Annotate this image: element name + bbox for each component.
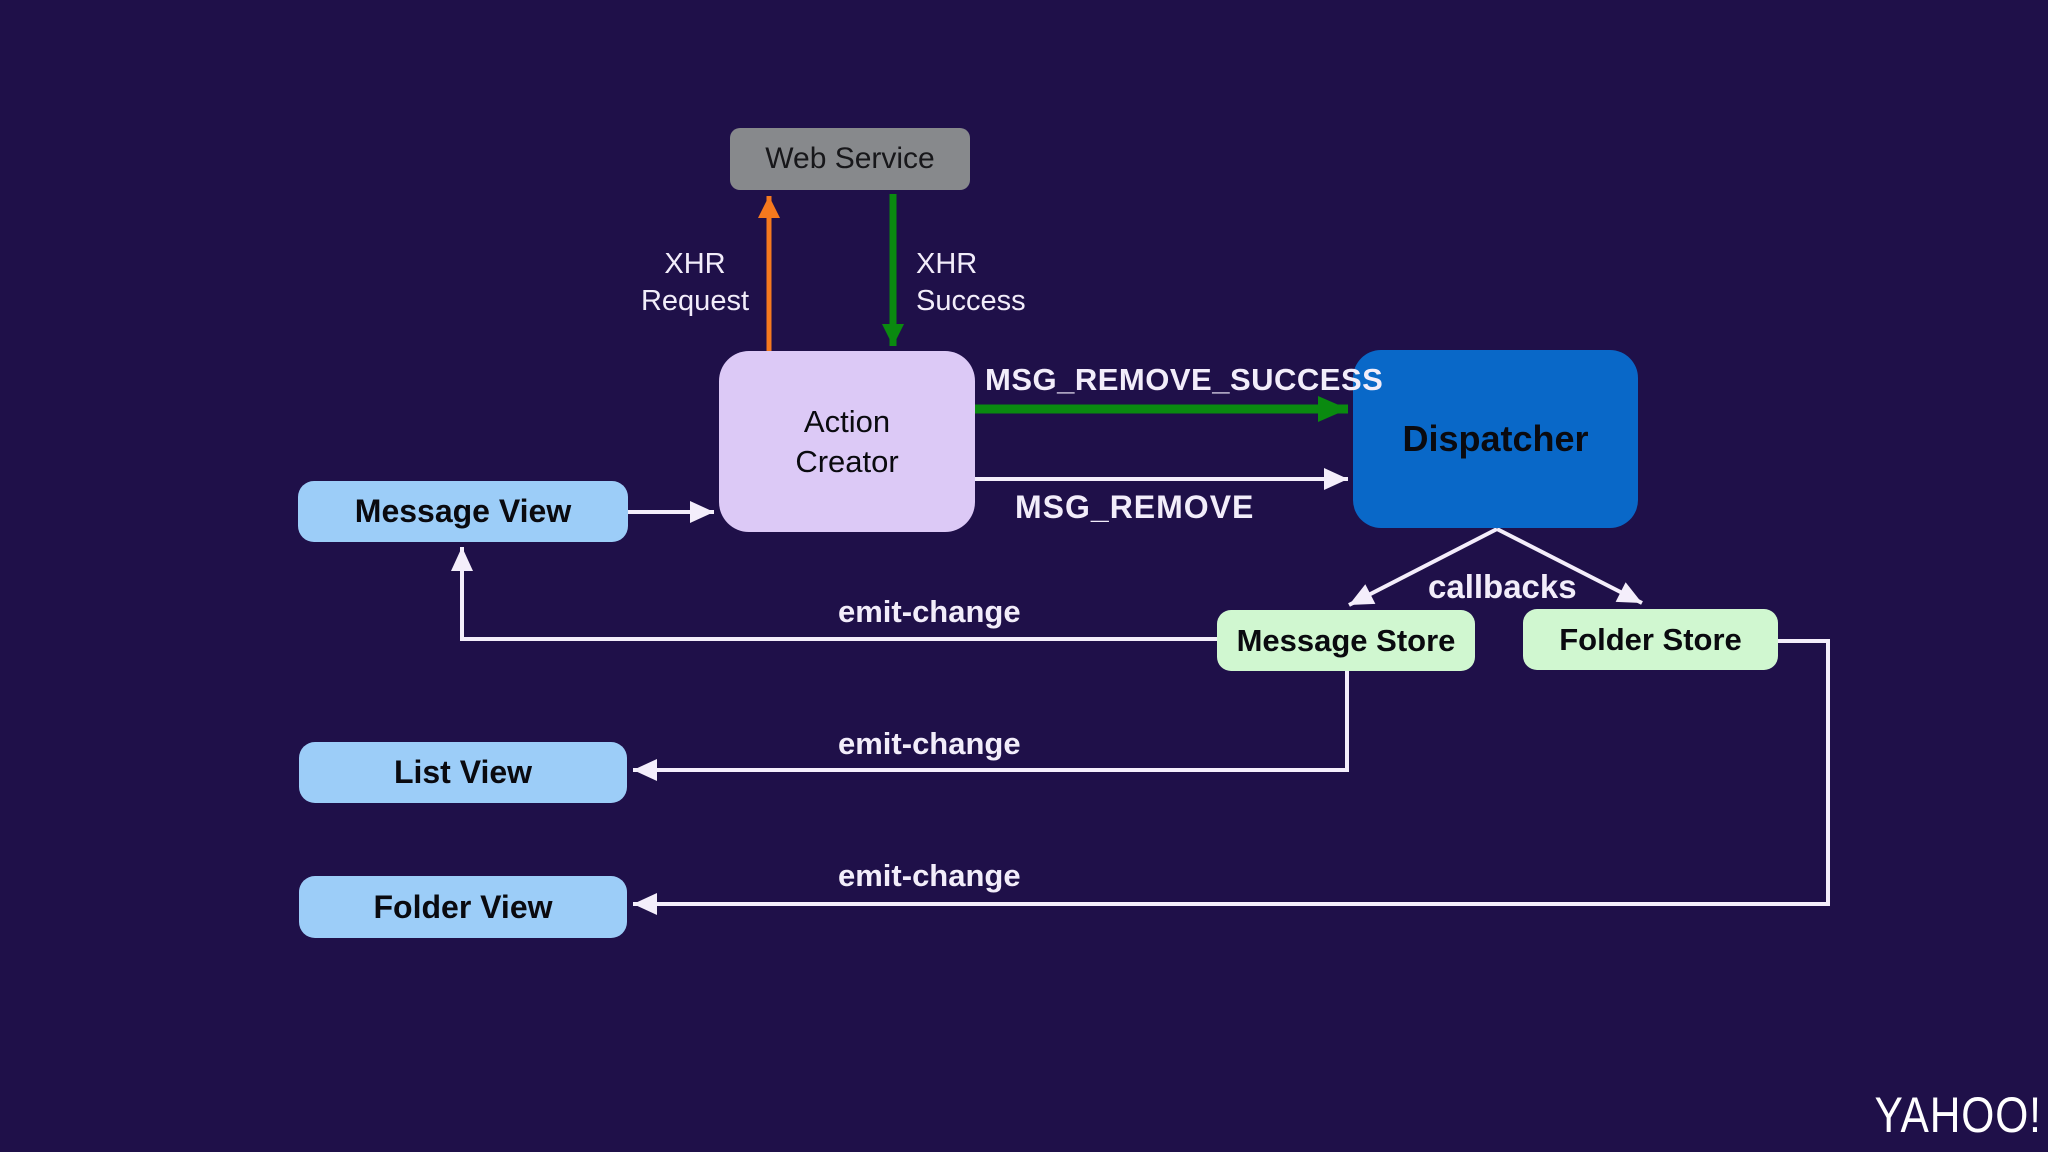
edge-callbacks-right-arrow: [1496, 527, 1643, 605]
node-message-store: Message Store: [1217, 610, 1475, 671]
node-action-creator-label: Action Creator: [795, 403, 899, 479]
edge-label-xhr-success: XHR Success: [916, 248, 1026, 317]
node-folder-store: Folder Store: [1523, 609, 1778, 670]
edge-label-msg-remove-success: MSG_REMOVE_SUCCESS: [985, 362, 1384, 397]
edge-label-emit-change-1: emit-change: [838, 594, 1021, 629]
edge-callbacks-left-arrow: [1348, 527, 1498, 607]
yahoo-logo: YAHOO!: [1874, 1087, 2042, 1143]
node-list-view-label: List View: [393, 754, 533, 790]
node-web-service: Web Service: [730, 128, 970, 190]
edge-label-emit-change-2: emit-change: [838, 726, 1021, 761]
node-message-store-label: Message Store: [1236, 622, 1456, 658]
node-folder-view: Folder View: [299, 876, 627, 938]
edge-emit-change-to-message-view-arrow: [451, 547, 1217, 641]
edge-label-msg-remove: MSG_REMOVE: [1015, 489, 1255, 525]
node-web-service-label: Web Service: [765, 142, 935, 175]
node-folder-view-label: Folder View: [373, 888, 553, 925]
node-message-view: Message View: [298, 481, 628, 542]
node-dispatcher: Dispatcher: [1353, 350, 1638, 528]
edge-emit-change-to-list-view-arrow: [633, 670, 1349, 781]
edge-label-emit-change-3: emit-change: [838, 858, 1021, 893]
edge-label-callbacks: callbacks: [1428, 568, 1577, 605]
node-message-view-label: Message View: [354, 493, 572, 529]
node-action-creator: Action Creator: [719, 351, 975, 532]
node-list-view: List View: [299, 742, 627, 803]
edge-emit-change-to-folder-view-arrow: [633, 639, 1830, 915]
node-folder-store-label: Folder Store: [1559, 621, 1742, 657]
edge-label-xhr-request: XHR Request: [640, 248, 749, 317]
node-dispatcher-label: Dispatcher: [1402, 418, 1589, 459]
